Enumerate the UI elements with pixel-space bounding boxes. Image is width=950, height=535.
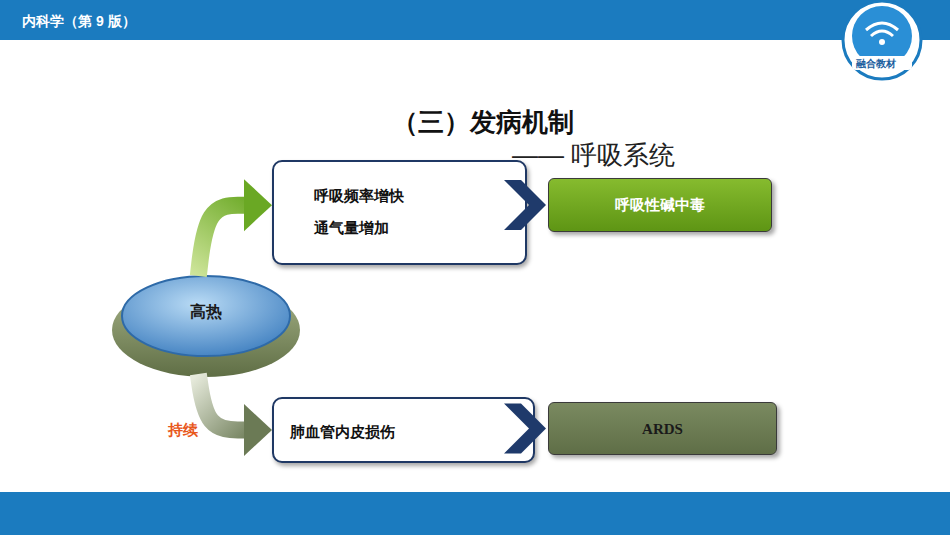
cause-ellipse: 高热 — [110, 270, 302, 380]
arrow-shaft — [198, 374, 244, 430]
effect-box: 肺血管内皮损伤 — [272, 397, 535, 463]
node-text: 通气量增加 — [314, 219, 389, 238]
edge-label: 持续 — [168, 421, 198, 440]
slide-title: （三）发病机制 — [0, 105, 950, 140]
node-text: 呼吸性碱中毒 — [549, 196, 771, 215]
curved-arrow — [198, 374, 272, 456]
node-text: 高热 — [110, 302, 302, 323]
node-text: 呼吸频率增快 — [314, 187, 404, 206]
node-text: 肺血管内皮损伤 — [290, 423, 395, 442]
slide-subtitle: —— 呼吸系统 — [512, 138, 675, 173]
arrow-head — [244, 179, 272, 231]
arrow-head — [244, 404, 272, 456]
result-box: ARDS — [548, 402, 777, 455]
logo-text: 融合教材 — [856, 57, 896, 71]
node-text: ARDS — [549, 420, 776, 437]
ellipse-shape — [110, 270, 302, 380]
result-box: 呼吸性碱中毒 — [548, 178, 772, 232]
book-header: 内科学（第 9 版） — [22, 13, 136, 31]
curved-arrow — [198, 179, 272, 276]
footer-band — [0, 492, 950, 535]
effect-box: 呼吸频率增快通气量增加 — [272, 160, 527, 265]
arrow-shaft — [198, 205, 244, 276]
header-band — [0, 0, 950, 40]
logo — [843, 1, 921, 79]
